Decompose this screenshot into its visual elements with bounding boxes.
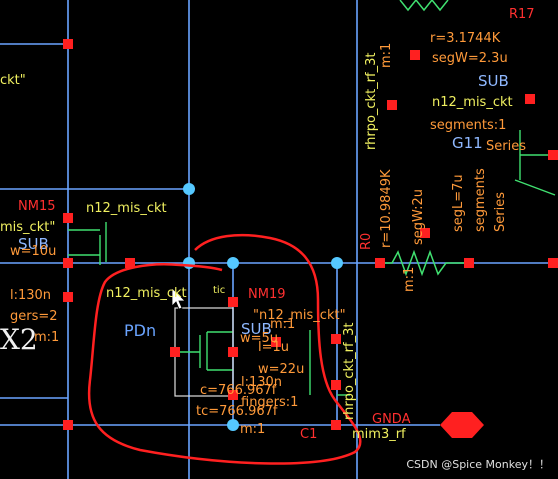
instance-x2-label: X2 <box>0 323 38 356</box>
g11-label: G11 <box>452 134 483 152</box>
cell-name-label: mim3_rf <box>352 427 406 442</box>
m1-label: m:1 <box>240 422 266 437</box>
fingers-label: gers=2 <box>10 309 58 324</box>
length-label: l=1u <box>258 340 290 355</box>
sub-label: SUB <box>241 320 272 338</box>
length-label: l:130n <box>241 375 283 390</box>
m1-label: m:1 <box>34 330 60 345</box>
instance-label: ckt" <box>0 73 26 88</box>
cell-name-label: mis_ckt" <box>0 220 56 235</box>
series-label: Series <box>486 139 526 154</box>
sub-label: SUB <box>478 72 509 90</box>
cell-name-label: "n12_mis_ckt" <box>253 308 346 323</box>
pdn-label: PDn <box>124 321 157 340</box>
cell-name-suffix: tic <box>213 285 226 296</box>
segl-label: segL=7u <box>451 174 466 232</box>
m1-label: m:1 <box>379 42 394 68</box>
c1-label: C1 <box>300 427 318 442</box>
cell-name-label: rhrpo_ckt_rf_3t <box>342 322 357 420</box>
width-label: w=10u <box>10 244 57 259</box>
segments-label: segments:1 <box>430 118 507 133</box>
m1-label: m:1 <box>270 317 296 332</box>
r0-label: R0 <box>359 232 374 250</box>
r17-label: R17 <box>509 7 535 22</box>
segw-label: segW:2u <box>411 188 426 245</box>
gnda-pin-icon <box>440 412 484 438</box>
capacitance-label: c=766.967f <box>200 383 277 398</box>
series-label: Series <box>493 192 508 232</box>
arrow-cursor-icon <box>171 287 186 310</box>
nm19-label: NM19 <box>248 287 286 302</box>
resistance-label: r=3.1744K <box>430 31 501 46</box>
length-label: l:130n <box>10 288 52 303</box>
m1-label: m:1 <box>402 266 417 292</box>
resistance-label: r=10.9849K <box>379 169 394 248</box>
tc-label: tc=766.967f <box>196 404 278 419</box>
segments-label: segments <box>473 168 488 232</box>
cell-name-label: n12_mis_ckt <box>86 201 167 216</box>
fingers-label: fingers:1 <box>241 395 299 410</box>
segw-label: segW=2.3u <box>432 51 508 66</box>
cell-name-label: rhrpo_ckt_rf_3t <box>364 52 379 150</box>
sub-label: SUB <box>18 235 49 253</box>
nm15-label: NM15 <box>18 199 56 214</box>
width-label: w=22u <box>258 362 305 377</box>
width-label: w=5u <box>240 331 279 346</box>
cell-name-label: n12_mis_ckt <box>106 286 187 301</box>
cell-name-label: n12_mis_ckt <box>432 95 513 110</box>
watermark: CSDN @Spice Monkey！！ <box>406 458 550 471</box>
gnda-label: GNDA <box>372 412 411 427</box>
